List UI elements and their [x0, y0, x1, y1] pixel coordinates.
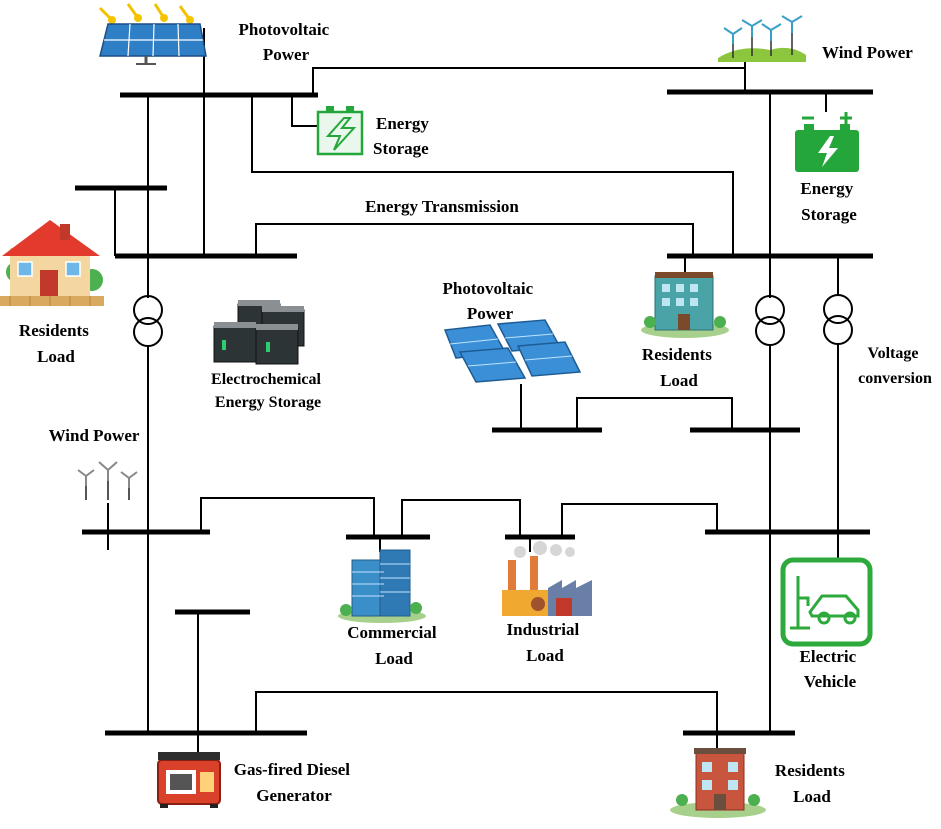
wire-bottom-link: [255, 691, 718, 733]
label-pv-center: Photovoltaic Power: [443, 279, 538, 323]
label-industrial: Industrial Load: [507, 620, 584, 665]
office-building-icon: [338, 549, 426, 623]
label-pv-top: Photovoltaic Power: [239, 20, 334, 64]
wire-commercial-industrial: [401, 499, 521, 537]
apartment-building-icon: [641, 272, 729, 338]
wind-turbine-icon: [718, 15, 806, 62]
transformer-right-a-icon: [755, 295, 785, 346]
label-storage-top-left: Energy Storage: [373, 114, 433, 158]
label-wind-left: Wind Power: [49, 426, 140, 445]
battery-icon: [795, 112, 859, 172]
label-wind-top: Wind Power: [822, 43, 913, 62]
label-commercial: Commercial Load: [347, 623, 441, 668]
solar-panel-icon: [98, 3, 207, 65]
factory-icon: [502, 541, 592, 616]
label-residents-bottom: Residents Load: [775, 761, 849, 806]
label-voltage-conversion: Voltage conversion: [858, 345, 932, 387]
label-storage-top-right: Energy Storage: [800, 179, 857, 224]
ev-charging-icon: [780, 557, 873, 647]
wire-industrial-right: [561, 503, 718, 537]
wire-cross-link: [251, 95, 734, 256]
battery-outline-icon: [316, 106, 364, 156]
house-icon: [0, 220, 104, 306]
labels: Photovoltaic Power Wind Power Energy Sto…: [19, 20, 932, 806]
label-residents-left: Residents Load: [19, 321, 93, 366]
label-residents-center: Residents Load: [642, 345, 716, 390]
transformers: [133, 294, 853, 347]
battery-bank-icon: [213, 300, 305, 365]
label-ev: Electric Vehicle: [800, 647, 861, 691]
bus-bars: [75, 89, 873, 736]
transformer-right-b-icon: [823, 294, 853, 345]
label-generator: Gas-fired Diesel Generator: [234, 760, 355, 805]
wires: [107, 28, 839, 755]
label-electrochemical: Electrochemical Energy Storage: [211, 371, 325, 411]
transformer-left-icon: [133, 295, 163, 347]
wind-turbine-icon: [77, 461, 138, 500]
wire-center-link: [576, 397, 733, 430]
solar-array-icon: [443, 319, 582, 383]
wire-storage-top-left: [291, 95, 318, 127]
townhouse-icon: [670, 748, 766, 818]
label-energy-transmission: Energy Transmission: [365, 197, 519, 216]
wire-energy-transmission: [255, 223, 694, 256]
generator-icon: [157, 752, 221, 808]
wire-lower-to-commercial: [200, 497, 375, 537]
